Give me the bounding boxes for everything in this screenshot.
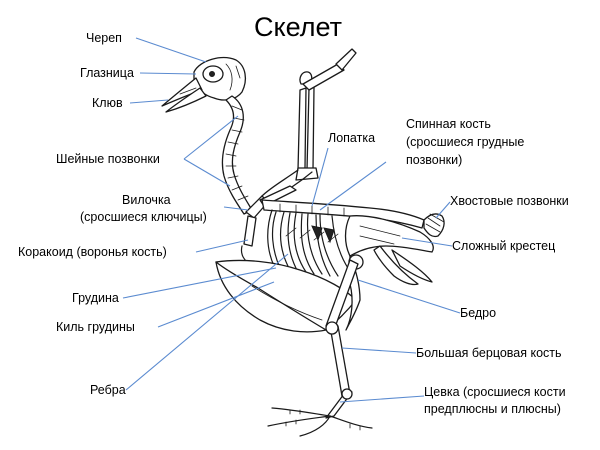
leader-synsacrum [401, 237, 453, 247]
leader-tarsus [339, 395, 425, 403]
label-scapula: Лопатка [328, 131, 375, 145]
skull-drawing [161, 57, 247, 113]
ribcage-drawing [267, 209, 353, 277]
label-sternum: Грудина [72, 291, 119, 305]
leader-furcula [223, 206, 249, 211]
leg-bones-drawing [267, 259, 373, 437]
label-tarsus-line2: предплюсны и плюсны) [424, 402, 561, 416]
leader-lines [122, 37, 461, 403]
label-beak: Клюв [92, 96, 123, 110]
label-furcula-line1: Вилочка [122, 193, 171, 207]
label-dorsal-line1: Спинная кость [406, 117, 491, 131]
label-furcula-line2: (сросшиеся ключицы) [80, 210, 207, 224]
leader-keel [157, 281, 275, 328]
wing-bones [261, 48, 357, 201]
pelvis-drawing [344, 215, 434, 331]
leader-eye-socket [139, 72, 197, 75]
label-skull: Череп [86, 31, 122, 45]
label-caudal: Хвостовые позвонки [450, 194, 569, 208]
leader-cervical-b [183, 158, 231, 187]
label-tibia: Большая берцовая кость [416, 346, 562, 360]
bird-skeleton-drawing [161, 48, 445, 437]
label-dorsal-line3: позвонки) [406, 153, 462, 167]
label-femur: Бедро [460, 306, 496, 320]
leader-femur [357, 279, 461, 314]
caudal-vertebrae-drawing [423, 213, 445, 238]
leader-beak [129, 99, 169, 104]
diagram-title: Скелет [254, 12, 342, 42]
label-cervical: Шейные позвонки [56, 152, 160, 166]
leader-scapula [311, 147, 329, 207]
labels: Череп Глазница Клюв Шейные позвонки Вило… [18, 31, 569, 416]
cervical-vertebrae-drawing [221, 95, 253, 215]
leader-dorsal [319, 161, 387, 211]
label-tarsus-line1: Цевка (сросшиеся кости [424, 385, 566, 399]
sternum-drawing [215, 259, 357, 333]
label-dorsal-line2: (сросшиеся грудные [406, 135, 524, 149]
leader-skull [135, 37, 207, 63]
label-ribs: Ребра [90, 383, 126, 397]
label-synsacrum: Сложный крестец [452, 239, 555, 253]
leader-coracoid [195, 239, 249, 253]
leader-sternum [122, 267, 277, 299]
label-keel: Киль грудины [56, 320, 135, 334]
label-coracoid: Коракоид (воронья кость) [18, 245, 167, 259]
leader-caudal [435, 201, 451, 219]
label-eye-socket: Глазница [80, 66, 134, 80]
leader-tibia [341, 347, 417, 354]
leader-ribs [125, 253, 289, 391]
leader-cervical-a [183, 115, 239, 160]
